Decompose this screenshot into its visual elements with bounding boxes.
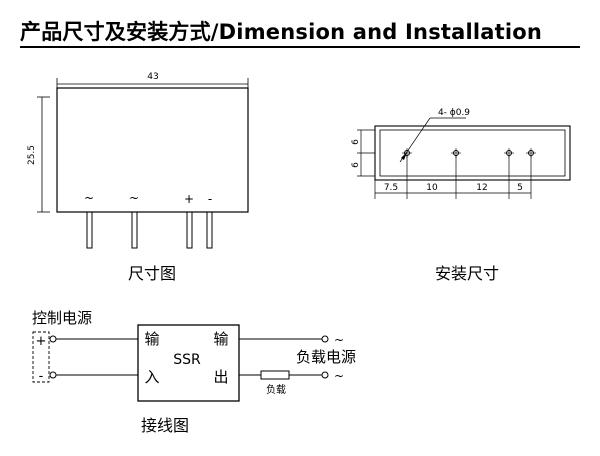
input-label-top: 输 — [144, 330, 159, 348]
wiring-caption: 接线图 — [141, 416, 189, 435]
input-label-bottom: 入 — [144, 368, 159, 386]
load-terminal-bottom — [321, 371, 329, 379]
ssr-label: SSR — [173, 352, 201, 368]
control-source-box — [32, 331, 50, 383]
control-source-label: 控制电源 — [32, 309, 92, 327]
pin-3 — [186, 211, 193, 249]
pin-label-2: ~ — [129, 191, 139, 205]
load-terminal-top — [321, 335, 329, 343]
mounting-caption: 安装尺寸 — [435, 264, 499, 283]
ssr-box — [137, 324, 240, 402]
ac-symbol-bottom: ~ — [334, 369, 344, 383]
mounting-drawing — [357, 117, 571, 199]
side-label-bottom: 6 — [351, 162, 361, 168]
hole-spec-label: 4- ϕ0.9 — [438, 108, 470, 118]
side-label-top: 6 — [351, 139, 361, 145]
pin-label-1: ~ — [84, 191, 94, 205]
spacing-label-2: 10 — [426, 183, 438, 193]
control-terminal-plus — [49, 335, 57, 343]
height-label: 25.5 — [27, 145, 37, 165]
width-label: 43 — [147, 72, 158, 82]
load-resistor — [260, 370, 290, 380]
pin-label-4: - — [208, 192, 212, 206]
spacing-label-1: 7.5 — [384, 183, 398, 193]
dimension-drawing — [37, 78, 249, 249]
load-label: 负载 — [266, 383, 286, 396]
output-label-bottom: 出 — [213, 368, 228, 386]
minus-sign: - — [39, 369, 44, 384]
output-label-top: 输 — [213, 330, 228, 348]
page-title: 产品尺寸及安装方式/Dimension and Installation — [20, 20, 543, 44]
spacing-label-4: 5 — [517, 183, 523, 193]
relay-body-outline — [56, 87, 249, 213]
plus-sign: + — [36, 334, 47, 349]
dimension-caption: 尺寸图 — [128, 264, 176, 283]
control-terminal-minus — [49, 371, 57, 379]
pin-2 — [131, 211, 138, 249]
title-underline — [20, 46, 580, 48]
spacing-label-3: 12 — [476, 183, 487, 193]
ac-symbol-top: ~ — [334, 333, 344, 347]
pin-1 — [86, 211, 93, 249]
wiring-diagram — [32, 324, 329, 402]
pin-4 — [206, 211, 213, 249]
load-source-label: 负载电源 — [296, 348, 356, 366]
pin-label-3: + — [184, 192, 194, 206]
